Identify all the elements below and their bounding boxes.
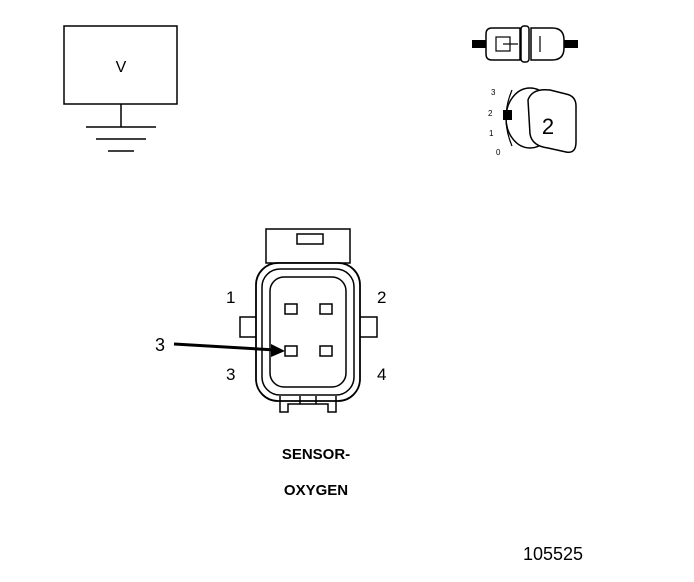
ignition-key-icon: 3 2 1 0 2 — [488, 87, 577, 157]
connector-plug-icon — [472, 25, 578, 63]
key-label: 2 — [542, 114, 554, 139]
pin-2-cavity — [319, 303, 333, 315]
pin-4-cavity — [319, 345, 333, 357]
ground-icon — [86, 126, 156, 152]
connector-inner-face — [269, 276, 347, 388]
figure-number: 105525 — [523, 544, 583, 564]
voltmeter-symbol: V — [63, 25, 178, 152]
pin-label-2: 2 — [377, 288, 386, 307]
key-position-1: 1 — [489, 129, 494, 138]
pin-3-cavity — [284, 345, 298, 357]
connector-name-line-1: SENSOR- — [282, 446, 350, 463]
key-position-2: 2 — [488, 109, 493, 118]
pin-1-cavity — [284, 303, 298, 315]
key-position-3: 3 — [491, 88, 496, 97]
callout-label: 3 — [155, 335, 165, 355]
connector-name-line-2: OXYGEN — [284, 482, 348, 499]
connector-outer-shell — [255, 262, 361, 402]
pin-label-1: 1 — [226, 288, 235, 307]
oxygen-sensor-connector — [239, 228, 378, 413]
callout-arrow-icon — [173, 342, 285, 357]
bottom-key-left — [279, 396, 301, 413]
bottom-key-right — [315, 396, 337, 413]
key-position-0: 0 — [496, 148, 501, 157]
pin-label-3: 3 — [226, 365, 235, 384]
voltmeter-label: V — [116, 59, 127, 76]
pin-label-4: 4 — [377, 365, 386, 384]
